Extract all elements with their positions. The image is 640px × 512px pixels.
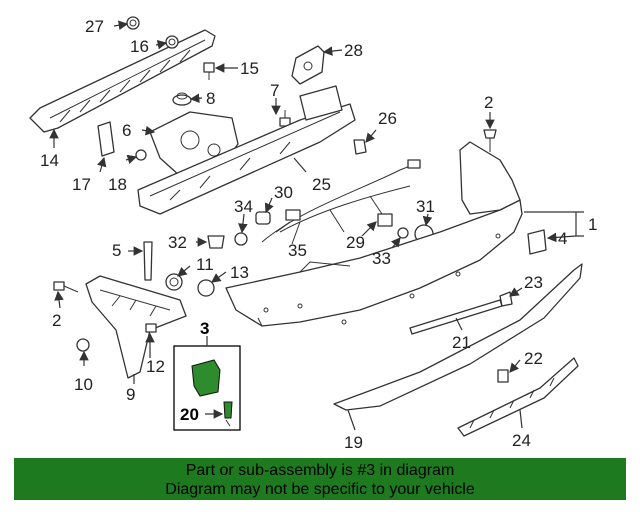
callout-33: 33 [372,249,391,268]
callout-13: 13 [230,263,249,282]
info-banner: Part or sub-assembly is #3 in diagram Di… [14,458,626,500]
clip-27-part [126,16,140,30]
bolt-15-part [203,62,215,80]
clip-22-part [497,369,509,383]
banner-line-2: Diagram may not be specific to your vehi… [165,481,475,498]
callout-16: 16 [130,37,149,56]
callout-28: 28 [344,41,363,60]
callout-25: 25 [312,175,331,194]
callout-21: 21 [452,333,471,352]
leader-lines [49,20,584,431]
parts-diagram: 27 16 28 15 8 7 2 6 26 14 17 18 25 30 34… [29,16,597,452]
callout-7: 7 [270,81,279,100]
stud-5-part [143,241,153,281]
bracket-28-part [291,45,325,85]
callout-14: 14 [40,151,59,170]
callout-10: 10 [74,375,93,394]
cover-4-part [527,229,547,255]
bracket-29-part [377,213,393,227]
callout-6: 6 [122,121,131,140]
ring-13-part [197,279,215,297]
callout-26: 26 [378,109,397,128]
sensor-30-part [255,211,271,225]
reinforcement-bar-25-part [137,85,356,215]
subassembly-3-box [173,336,241,431]
callout-8: 8 [206,89,215,108]
ring-33-part [397,227,409,239]
callout-15: 15 [240,59,259,78]
callout-20: 20 [180,405,199,424]
callout-23: 23 [524,273,543,292]
callout-35: 35 [288,241,307,260]
callout-2-upper: 2 [484,93,493,112]
trim-strip-21-part [409,299,503,335]
banner-line-1: Part or sub-assembly is #3 in diagram [185,462,455,479]
callout-18: 18 [108,175,127,194]
highlighted-part-3 [191,359,221,397]
bolt-26-part [353,139,367,155]
absorber-strip-part [29,29,216,133]
callout-31: 31 [416,197,435,216]
callout-3: 3 [200,319,209,338]
callout-34: 34 [234,197,253,216]
callout-30: 30 [274,183,293,202]
screw-12-part [145,323,157,333]
callout-22: 22 [524,349,543,368]
clip-16-part [165,35,179,49]
callout-27: 27 [85,17,104,36]
callout-4: 4 [558,229,567,248]
holder-32-part [207,235,225,249]
callout-2-lower: 2 [52,311,61,330]
diffuser-19-part [333,263,583,411]
bracket-17-part [97,121,115,157]
side-bracket-9-part [85,275,187,379]
callout-5: 5 [112,241,121,260]
callout-29: 29 [346,233,365,252]
wiring-harness-35-part [261,159,421,245]
grommet-11-part [165,273,183,291]
callout-24: 24 [512,431,531,450]
bolt-7-part [279,110,291,127]
bolt-2-lower-part [53,281,79,293]
ring-34-part [234,232,248,246]
screw-18-part [135,149,147,161]
callout-9: 9 [126,385,135,404]
callout-17: 17 [72,175,91,194]
callout-labels: 27 16 28 15 8 7 2 6 26 14 17 18 25 30 34… [40,17,597,452]
bolt-2-upper-part [483,129,497,152]
callout-1: 1 [588,215,597,234]
callout-32: 32 [168,233,187,252]
bumper-cover-1-part [225,141,523,327]
clip-10-part [76,338,90,352]
callout-12: 12 [146,357,165,376]
grille-24-part [457,357,579,437]
callout-19: 19 [344,433,363,452]
callout-11: 11 [196,255,214,274]
grommet-8-part [172,92,192,106]
